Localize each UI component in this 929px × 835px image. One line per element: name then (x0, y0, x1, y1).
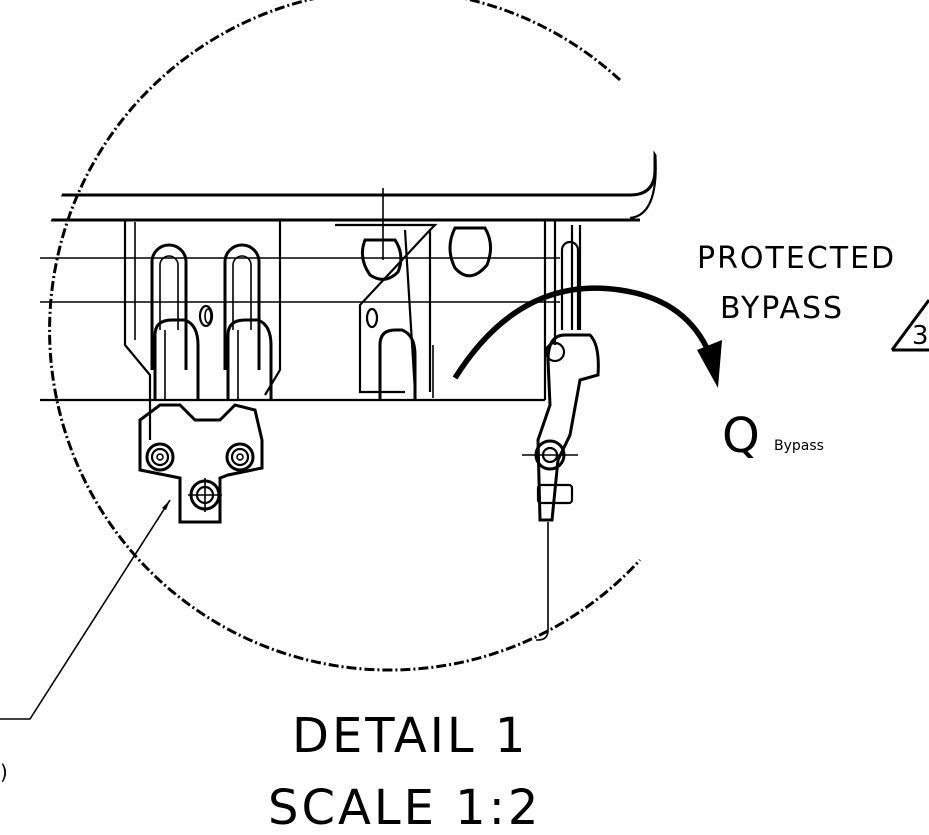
middle-bracket (335, 223, 438, 394)
left-slot-1 (150, 243, 188, 370)
bolt-right (225, 442, 255, 472)
revision-marker: 3 (912, 321, 929, 351)
detail-scale: SCALE 1:2 (268, 780, 541, 835)
right-slot (560, 240, 580, 330)
middle-hook (378, 328, 417, 400)
right-nut (536, 483, 574, 505)
lower-bracket-plate (138, 403, 264, 524)
bypass-label: BYPASS (720, 291, 844, 326)
middle-oval-2 (448, 226, 492, 278)
bolt-right-inner (230, 447, 250, 467)
detail-boundary-circle (48, 0, 642, 672)
middle-oval-1 (360, 238, 403, 281)
small-hole-inner (204, 308, 212, 324)
left-slot-1-inner (159, 255, 179, 330)
bolt-left (145, 442, 175, 472)
left-slot-2-inner (232, 255, 252, 330)
bypass-flow-arrow (452, 285, 715, 380)
leader-arrow-left (162, 500, 170, 510)
middle-small-hole (365, 307, 379, 329)
detail-title: DETAIL 1 (292, 708, 528, 764)
detail-contents (40, 119, 657, 524)
housing-plate (40, 119, 657, 197)
left-hook-1 (153, 318, 200, 400)
bolt-left-inner (150, 447, 170, 467)
bolt-left-center (156, 453, 164, 461)
right-arm (536, 333, 600, 522)
bolt-right-center (236, 453, 244, 461)
bypass-flow-arrowhead (697, 340, 722, 388)
small-hole (198, 304, 214, 328)
right-vertical-plate (543, 220, 582, 400)
revision-triangle (890, 299, 929, 352)
left-slot-2 (223, 243, 261, 370)
leader-line-left (0, 499, 171, 720)
flow-symbol: Q (722, 408, 760, 464)
right-pivot (544, 341, 566, 363)
cut-off-text: ) (0, 760, 8, 784)
flow-subscript: Bypass (774, 438, 824, 454)
housing-corner (629, 149, 657, 220)
protected-label: PROTECTED (697, 241, 896, 276)
left-hook-2 (226, 318, 273, 400)
leader-line-right (536, 522, 549, 641)
